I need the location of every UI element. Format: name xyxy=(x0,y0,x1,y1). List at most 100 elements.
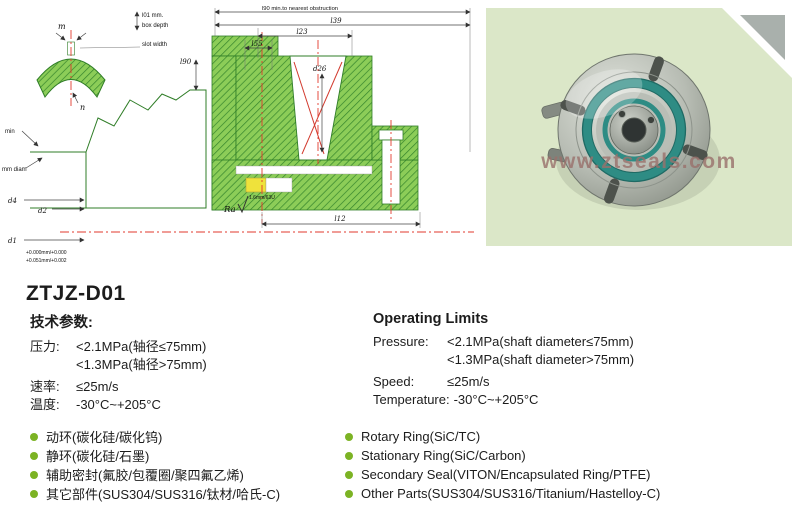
spec-row-pressure2-cn: <1.3MPa(轴径>75mm) xyxy=(30,356,360,374)
spec-row-pressure-cn: 压力: <2.1MPa(轴径≤75mm) xyxy=(30,338,360,356)
label-ra-value: 1.6mm/63U xyxy=(249,195,275,201)
bullet-icon xyxy=(30,432,38,441)
spec-label: 速率: xyxy=(30,379,60,394)
dim-label-l90-left: l90 xyxy=(180,58,192,66)
bullet-icon xyxy=(345,432,353,441)
set-screw xyxy=(647,116,655,124)
elastomer-seal xyxy=(245,177,267,193)
product-photo: www.ztseals.com xyxy=(486,8,792,246)
list-item: Rotary Ring(SiC/TC) xyxy=(345,427,660,446)
list-item: Stationary Ring(SiC/Carbon) xyxy=(345,446,660,465)
label-ra: Ra xyxy=(223,205,236,215)
spec-label xyxy=(30,356,76,374)
dim-label-m: m xyxy=(58,22,66,31)
teal-ring-outer-edge xyxy=(581,77,687,183)
drive-ring-sector xyxy=(36,30,106,106)
dim-label-d1: d1 xyxy=(8,237,17,245)
material-text: Stationary Ring(SiC/Carbon) xyxy=(361,448,526,463)
spec-label: Pressure: xyxy=(373,334,429,349)
sleeve-band xyxy=(235,165,373,175)
dim-label-d2: d2 xyxy=(38,207,47,215)
page-title: ZTJZ-D01 xyxy=(26,282,126,305)
engineering-drawing: m n l01 mm. box depth slot width xyxy=(0,0,482,292)
spec-value: <2.1MPa(shaft diameter≤75mm) xyxy=(447,334,634,349)
spec-value: -30°C~+205°C xyxy=(76,396,161,412)
spec-row-speed-cn: 速率: ≤25m/s xyxy=(30,378,360,396)
list-item: 辅助密封(氟胶/包覆圈/聚四氟乙烯) xyxy=(30,465,280,484)
spec-label xyxy=(373,351,447,369)
material-text: Other Parts(SUS304/SUS316/Titanium/Haste… xyxy=(361,486,661,501)
shaft-bore xyxy=(621,117,647,143)
material-text: Rotary Ring(SiC/TC) xyxy=(361,429,481,444)
list-item: Other Parts(SUS304/SUS316/Titanium/Haste… xyxy=(345,484,660,503)
list-item: Secondary Seal(VITON/Encapsulated Ring/P… xyxy=(345,465,660,484)
spec-value: -30°C~+205°C xyxy=(453,391,539,407)
material-text: 其它部件(SUS304/SUS316/钛材/哈氏-C) xyxy=(46,487,281,502)
dim-label-n: n xyxy=(80,103,85,112)
spec-label: 温度: xyxy=(30,396,60,412)
spec-value: <2.1MPa(轴径≤75mm) xyxy=(76,339,207,354)
material-text: Secondary Seal(VITON/Encapsulated Ring/P… xyxy=(361,467,651,482)
note-mm-diam: mm diam xyxy=(2,167,27,173)
mechanical-seal-render xyxy=(541,53,720,210)
bullet-icon xyxy=(345,489,353,498)
spec-row-pressure-en: Pressure: <2.1MPa(shaft diameter≤75mm) xyxy=(373,333,788,351)
materials-en: Rotary Ring(SiC/TC) Stationary Ring(SiC/… xyxy=(345,427,660,503)
dim-label-l23: l23 xyxy=(296,28,308,36)
specs-en-heading: Operating Limits xyxy=(373,311,489,327)
product-photo-render: www.ztseals.com xyxy=(486,8,792,246)
bullet-icon xyxy=(345,470,353,479)
note-box-depth: box depth xyxy=(142,23,168,29)
dim-label-d26: d26 xyxy=(313,65,327,73)
spec-row-speed-en: Speed: ≤25m/s xyxy=(373,373,788,391)
seal-cross-section-diagram: m n l01 mm. box depth slot width xyxy=(2,6,474,264)
diameter-dimensions xyxy=(21,130,85,243)
note-l01: l01 mm. xyxy=(142,13,164,19)
list-item: 静环(碳化硅/石墨) xyxy=(30,446,280,465)
spec-value: ≤25m/s xyxy=(76,379,119,394)
teal-boot-ring xyxy=(582,78,686,182)
specs-en: Operating Limits Pressure: <2.1MPa(shaft… xyxy=(373,311,788,408)
spec-label: Speed: xyxy=(373,374,415,389)
dim-label-l90-note: l90 min.to nearest obstruction xyxy=(262,6,338,12)
teal-ring-inner-edge xyxy=(591,87,677,173)
list-item: 其它部件(SUS304/SUS316/钛材/哈氏-C) xyxy=(30,484,280,503)
note-tol-lower: +0.051mm/+0.002 xyxy=(26,258,67,264)
material-text: 静环(碳化硅/石墨) xyxy=(46,449,150,464)
spec-row-temperature-en: Temperature: -30°C~+205°C xyxy=(373,391,788,409)
bottom-dimension xyxy=(261,212,421,228)
corner-fold-gray xyxy=(740,15,785,60)
top-dimensions xyxy=(193,8,471,152)
spec-value: <1.3MPa(轴径>75mm) xyxy=(76,356,207,372)
set-screw xyxy=(618,110,626,118)
list-item: 动环(碳化硅/碳化钨) xyxy=(30,427,280,446)
stuffing-box-profile xyxy=(30,89,207,209)
spec-label: Temperature: xyxy=(373,391,450,407)
materials-cn: 动环(碳化硅/碳化钨) 静环(碳化硅/石墨) 辅助密封(氟胶/包覆圈/聚四氟乙烯… xyxy=(30,427,280,503)
material-text: 动环(碳化硅/碳化钨) xyxy=(46,430,163,445)
spec-value: <1.3MPa(shaft diameter>75mm) xyxy=(447,351,635,367)
note-tol-upper: +0.000mm/+0.000 xyxy=(26,250,67,256)
bullet-icon xyxy=(30,489,38,498)
bullet-icon xyxy=(30,451,38,460)
roughness-symbol xyxy=(237,195,249,214)
dim-label-d4: d4 xyxy=(8,197,17,205)
centerlines xyxy=(60,32,474,233)
note-min: min xyxy=(5,129,15,135)
inner-teal-ring xyxy=(602,98,666,162)
specs-cn: 技术参数: 压力: <2.1MPa(轴径≤75mm) <1.3MPa(轴径>75… xyxy=(30,311,360,413)
spec-row-temperature-cn: 温度: -30°C~+205°C xyxy=(30,396,360,414)
note-slot-width: slot width xyxy=(142,42,167,48)
dim-label-l39: l39 xyxy=(330,17,342,25)
spec-value: ≤25m/s xyxy=(447,374,490,389)
specular-highlight xyxy=(565,69,643,119)
seal-face xyxy=(265,177,293,193)
face-ring-line xyxy=(575,71,693,189)
material-text: 辅助密封(氟胶/包覆圈/聚四氟乙烯) xyxy=(46,468,244,483)
dim-label-l12: l12 xyxy=(334,215,346,223)
specs-cn-heading: 技术参数: xyxy=(30,315,93,331)
spec-row-pressure2-en: <1.3MPa(shaft diameter>75mm) xyxy=(373,351,788,369)
bullet-icon xyxy=(345,451,353,460)
watermark-text: www.ztseals.com xyxy=(540,150,737,173)
spec-label: 压力: xyxy=(30,339,60,354)
